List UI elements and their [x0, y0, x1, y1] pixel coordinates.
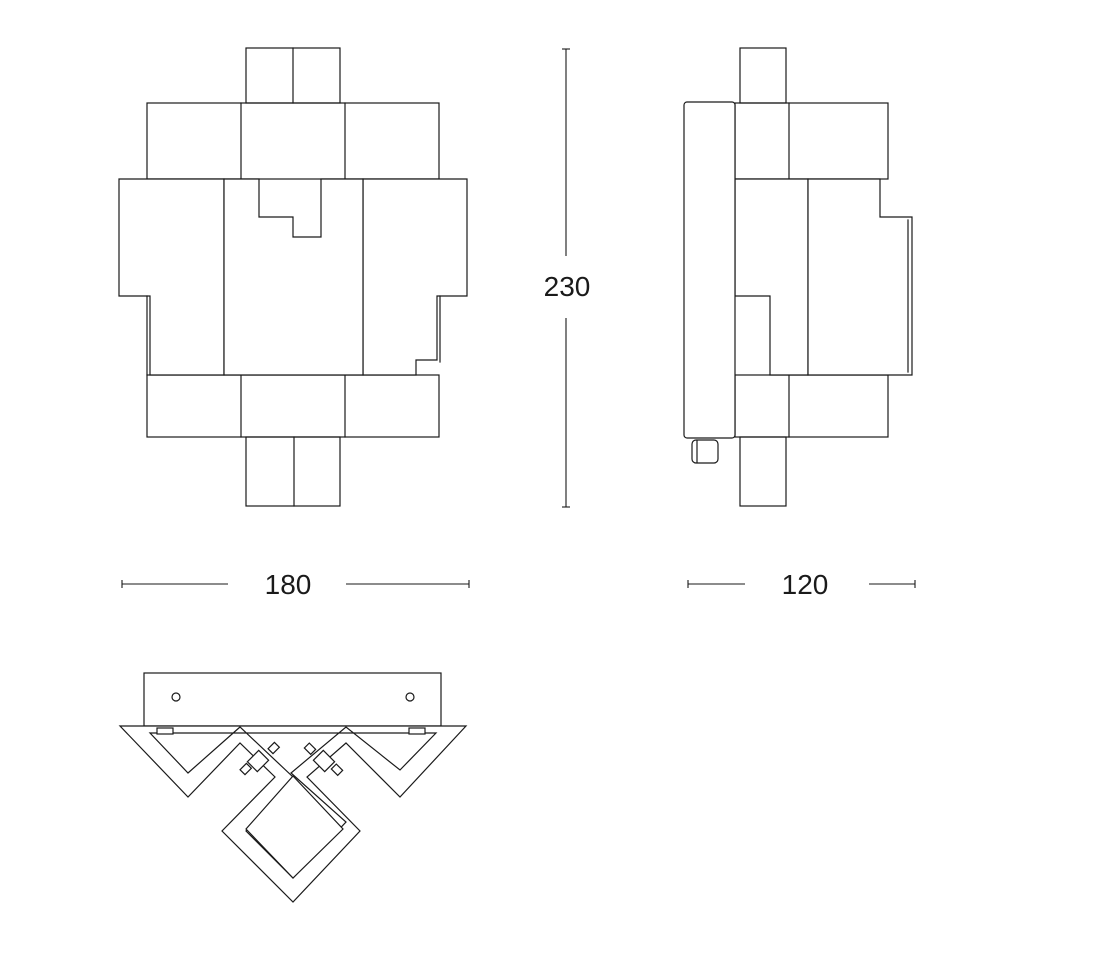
- side-middle-panel: [734, 178, 809, 376]
- height-dim-label: 230: [544, 271, 591, 302]
- top-screw-hole-left: [171, 692, 181, 702]
- top-foot-right: [408, 727, 426, 735]
- side-top-tube: [739, 47, 787, 104]
- front-width-dim-label: 180: [265, 569, 312, 600]
- side-switch-knob: [691, 439, 719, 464]
- side-front-panel: [807, 178, 913, 376]
- side-depth-dimension: 120: [687, 569, 916, 600]
- top-connector-right-body: [312, 749, 336, 773]
- top-connector-left-body: [246, 749, 270, 773]
- front-bottom-tube: [245, 436, 341, 507]
- top-connector-right-cap-b: [330, 763, 344, 777]
- side-view: [683, 47, 913, 507]
- top-view: [118, 672, 468, 903]
- top-screw-hole-right: [405, 692, 415, 702]
- side-lower-band: [734, 374, 889, 438]
- front-left-panel: [118, 178, 225, 376]
- side-wall-backplate: [683, 101, 736, 439]
- front-middle-panel: [223, 178, 364, 376]
- top-connector-right: [303, 742, 344, 777]
- height-dimension: 230: [544, 48, 591, 508]
- front-lower-band: [146, 374, 440, 438]
- side-depth-dim-label: 120: [782, 569, 829, 600]
- top-connector-left-cap-b: [267, 741, 281, 755]
- front-right-panel: [362, 178, 468, 376]
- front-view: [118, 47, 468, 507]
- front-upper-band: [146, 102, 440, 180]
- side-upper-band: [734, 102, 889, 180]
- top-connector-right-cap-a: [303, 742, 317, 756]
- top-connector-left: [239, 741, 281, 776]
- side-bottom-tube: [739, 436, 787, 507]
- top-wall-plate: [143, 672, 442, 727]
- top-central-square: [245, 775, 344, 879]
- front-width-dimension: 180: [121, 569, 470, 600]
- top-foot-left: [156, 727, 174, 735]
- top-connector-left-cap-a: [239, 762, 253, 776]
